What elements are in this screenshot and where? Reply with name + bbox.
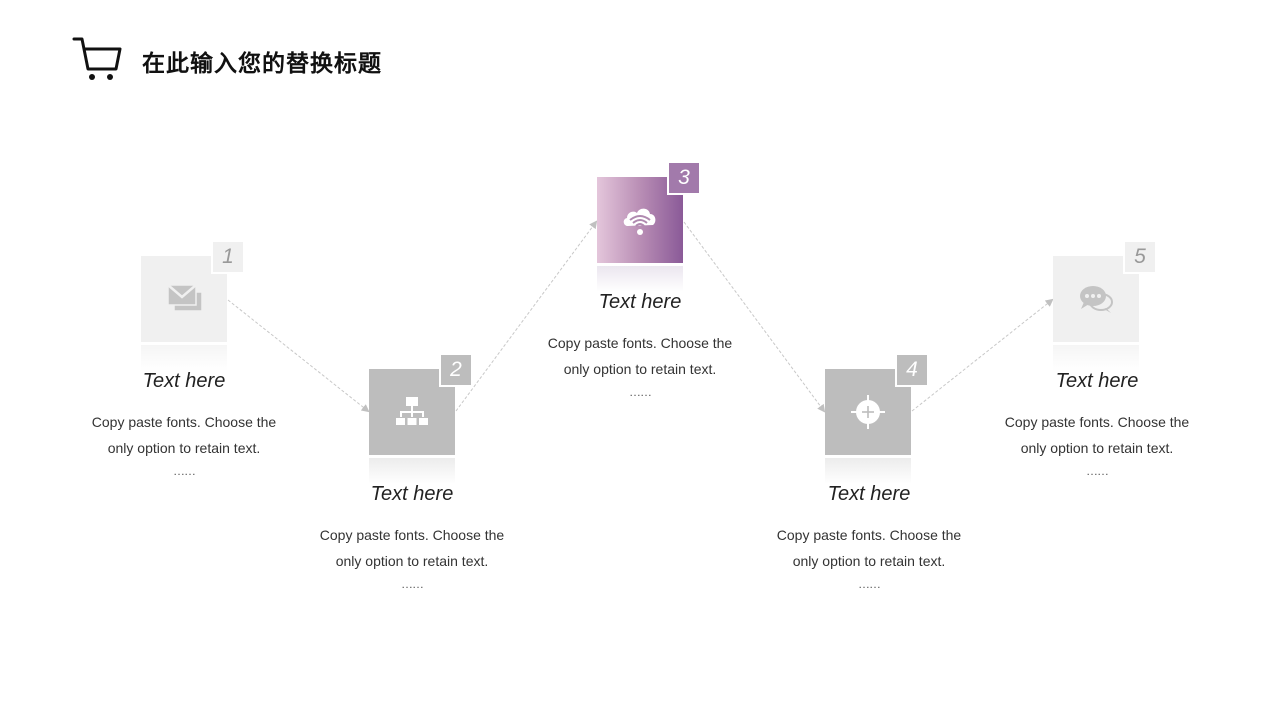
reflection [1053, 345, 1139, 371]
reflection [825, 458, 911, 484]
header [72, 34, 124, 84]
org-chart-icon [396, 397, 428, 425]
connector-2-3 [455, 220, 598, 412]
step-number-badge: 5 [1123, 240, 1157, 274]
step-2-desc-line1: Copy paste fonts. Choose the [319, 527, 505, 543]
step-5-dots: …… [1086, 464, 1109, 478]
step-number-badge: 4 [895, 353, 929, 387]
step-number-badge: 2 [439, 353, 473, 387]
step-3-desc-line1: Copy paste fonts. Choose the [547, 335, 733, 351]
step-4-desc-line1: Copy paste fonts. Choose the [776, 527, 962, 543]
step-2-dots: …… [401, 577, 424, 591]
step-2-box: 2 [369, 353, 473, 484]
crosshair-icon [851, 395, 885, 429]
chat-bubbles-icon [1080, 286, 1113, 313]
reflection [597, 266, 683, 292]
step-number-badge: 3 [667, 161, 701, 195]
step-1-dots: …… [173, 464, 196, 478]
reflection [141, 345, 227, 371]
step-1-box: 1 [141, 240, 245, 371]
step-5-box: 5 [1053, 240, 1157, 371]
mail-icon [167, 284, 203, 312]
step-3-title: Text here [598, 291, 682, 313]
step-4-title: Text here [827, 483, 911, 505]
step-2-desc-line2: only option to retain text. [335, 553, 489, 569]
step-4-desc-line2: only option to retain text. [792, 553, 946, 569]
shopping-cart-icon [72, 37, 122, 80]
step-3-dots: …… [629, 385, 652, 399]
cloud-wifi-icon [623, 208, 656, 235]
step-5-desc-line1: Copy paste fonts. Choose the [1004, 414, 1190, 430]
page-title: 在此输入您的替换标题 [142, 51, 382, 77]
step-5-desc-line2: only option to retain text. [1020, 440, 1174, 456]
step-5-title: Text here [1055, 370, 1139, 392]
step-3-box: 3 [597, 161, 701, 292]
connector-1-2 [227, 299, 370, 413]
step-1-title: Text here [142, 370, 226, 392]
step-number-badge: 1 [211, 240, 245, 274]
step-1-desc-line1: Copy paste fonts. Choose the [91, 414, 277, 430]
connector-4-5 [911, 298, 1054, 412]
step-1-desc-line2: only option to retain text. [107, 440, 261, 456]
step-3-desc-line2: only option to retain text. [563, 361, 717, 377]
reflection [369, 458, 455, 484]
step-4-dots: …… [858, 577, 881, 591]
connector-3-4 [683, 221, 826, 413]
step-2-title: Text here [370, 483, 454, 505]
step-4-box: 4 [825, 353, 929, 484]
